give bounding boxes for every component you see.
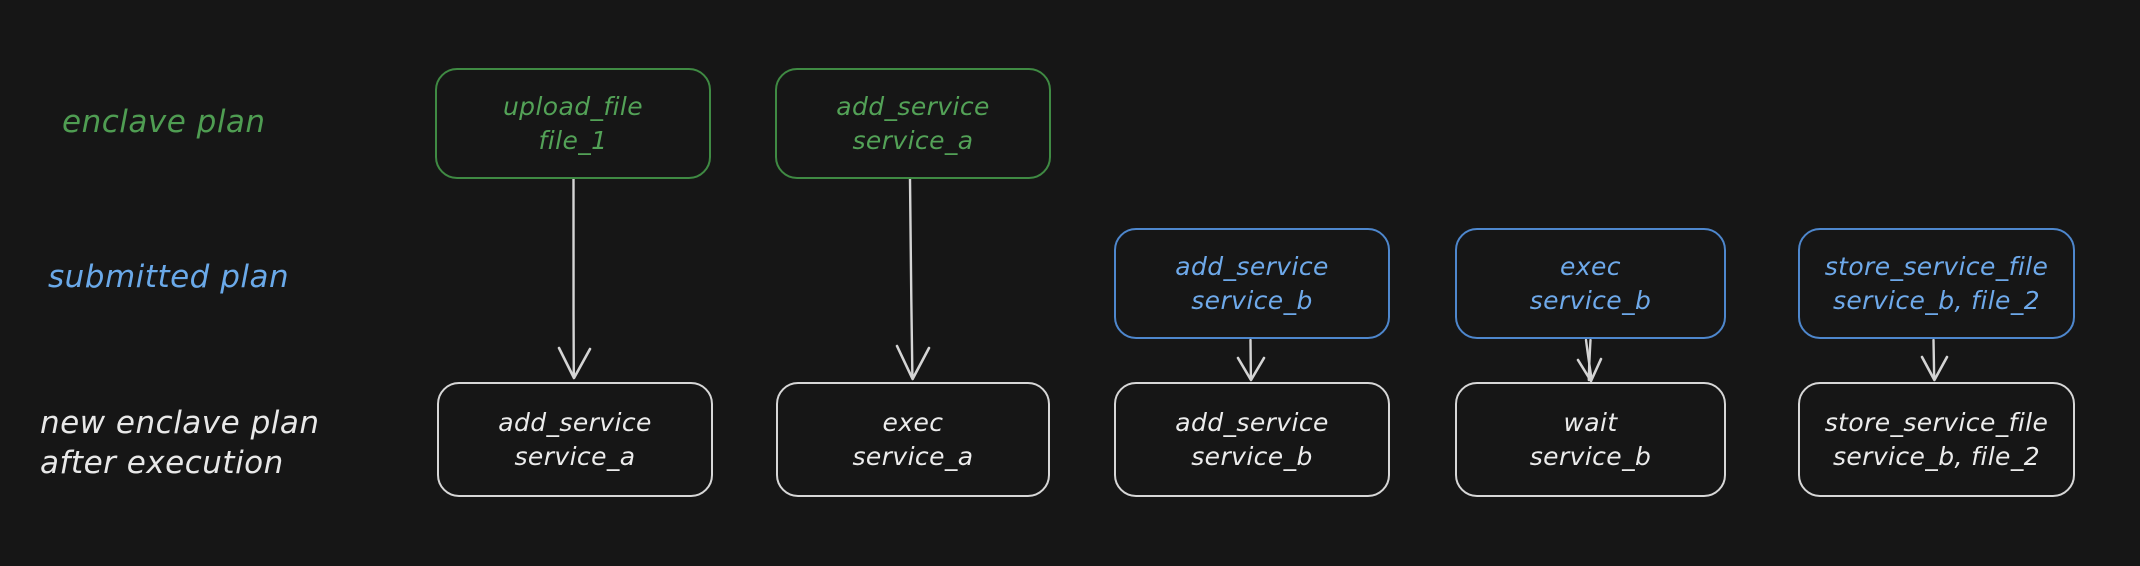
node-title: add_service [1175,408,1329,437]
node-submitted-store-service-file[interactable]: store_service_file service_b, file_2 [1798,228,2075,339]
node-subtitle: service_b [1191,441,1313,471]
node-title: upload_file [502,92,644,121]
node-subtitle: service_b, file_2 [1832,441,2041,471]
node-title: add_service [836,92,990,121]
node-new-wait-service-b[interactable]: wait service_b [1455,382,1726,497]
node-new-store-service-file[interactable]: store_service_file service_b, file_2 [1798,382,2075,497]
node-new-exec-service-a[interactable]: exec service_a [776,382,1050,497]
edge-store-file-to-store-file [1920,338,1949,382]
node-subtitle: file_1 [538,125,608,155]
row-label-enclave-plan: enclave plan [62,104,266,140]
node-subtitle: service_b [1529,285,1652,315]
node-add-service-service-a[interactable]: add_service service_a [775,68,1051,179]
node-subtitle: service_a [852,441,974,471]
node-subtitle: service_b [1191,285,1313,315]
node-upload-file-file-1[interactable]: upload_file file_1 [435,68,711,179]
node-subtitle: service_a [852,125,974,155]
node-title: add_service [498,408,652,437]
node-subtitle: service_b [1529,441,1652,471]
row-label-submitted-plan: submitted plan [48,259,290,295]
node-new-add-service-service-b[interactable]: add_service service_b [1114,382,1390,497]
node-title: store_service_file [1824,252,2049,281]
node-title: add_service [1175,252,1329,281]
edge-exec-b-to-wait-b [1576,338,1603,383]
node-submitted-add-service-service-b[interactable]: add_service service_b [1114,228,1390,339]
node-subtitle: service_b, file_2 [1832,285,2041,315]
node-title: wait [1563,408,1618,437]
edge-add-service-b-to-add-service-b [1236,338,1266,382]
row-label-new-enclave-plan-after-execution: new enclave plan after execution [40,405,320,481]
edge-upload-file-to-add-service-a [557,177,592,380]
node-submitted-exec-service-b[interactable]: exec service_b [1455,228,1726,339]
node-subtitle: service_a [514,441,636,471]
edge-add-service-a-to-exec-a [895,177,931,381]
node-title: store_service_file [1824,408,2049,437]
node-new-add-service-service-a[interactable]: add_service service_a [437,382,713,497]
node-title: exec [1560,252,1621,281]
node-title: exec [882,408,944,437]
